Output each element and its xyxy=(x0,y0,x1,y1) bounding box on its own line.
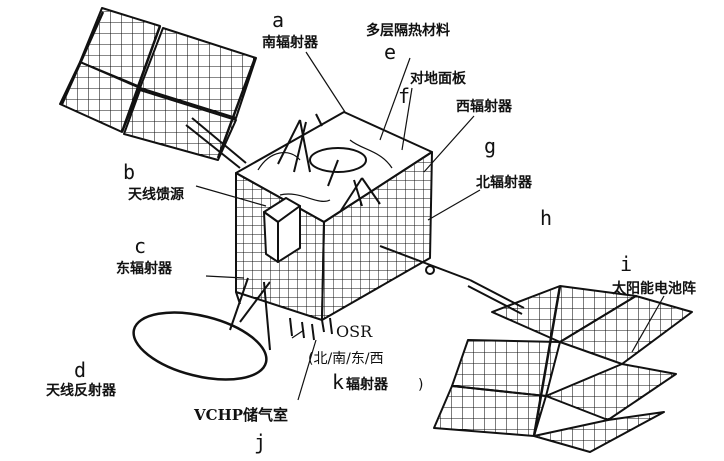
marker-a: a xyxy=(272,8,285,32)
label-antenna-feed: 天线馈源 xyxy=(128,187,184,203)
marker-c: c xyxy=(134,234,147,258)
marker-b: b xyxy=(123,160,136,184)
label-solar-array: 太阳能电池阵 xyxy=(612,281,696,297)
label-north-radiator: 北辐射器 xyxy=(476,175,532,191)
label-osr-close: ) xyxy=(418,377,424,393)
label-mli: 多层隔热材料 xyxy=(366,23,450,39)
bottom-fittings xyxy=(289,317,333,341)
label-osr-radiator: 辐射器 xyxy=(346,377,388,393)
marker-i: i xyxy=(620,252,633,276)
label-east-radiator: 东辐射器 xyxy=(116,261,172,277)
antenna-reflector xyxy=(132,277,271,381)
antenna-feed-horn xyxy=(263,197,301,263)
label-west-radiator: 西辐射器 xyxy=(456,99,512,115)
solar-array-lower-right xyxy=(433,285,693,453)
marker-g: g xyxy=(484,134,497,158)
marker-d: d xyxy=(74,358,87,382)
label-earth-panel: 对地面板 xyxy=(410,71,466,87)
label-antenna-reflector: 天线反射器 xyxy=(46,383,116,399)
marker-k: k xyxy=(332,370,345,394)
marker-h: h xyxy=(540,206,553,230)
leader-lines xyxy=(195,51,665,401)
marker-f: f xyxy=(398,84,411,108)
label-vchp: VCHP储气室 xyxy=(194,406,289,424)
label-osr-directions: (北/南/东/西 xyxy=(308,351,384,367)
marker-j: j xyxy=(254,430,267,454)
label-osr: OSR xyxy=(336,322,373,341)
earth-deck-equipment xyxy=(277,113,381,213)
solar-array-upper-left xyxy=(59,7,257,161)
marker-e: e xyxy=(384,40,397,64)
label-south-radiator: 南辐射器 xyxy=(262,35,318,51)
